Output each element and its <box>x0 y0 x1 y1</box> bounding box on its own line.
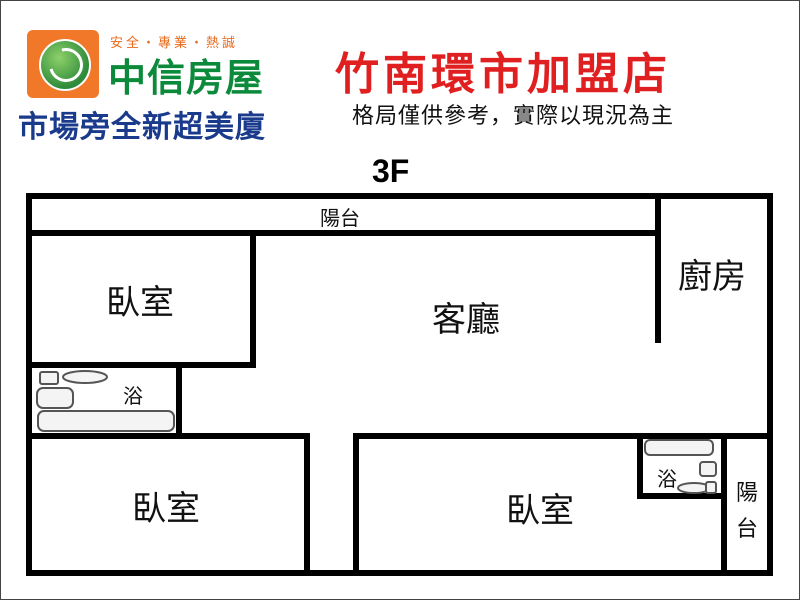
disclaimer-note: 格局僅供參考，實際以現況為主 <box>352 104 675 129</box>
toilet-tank-icon <box>705 481 717 494</box>
room-label-bedroom-bottom-right: 臥室 <box>506 491 574 531</box>
room-label-bath-left: 浴 <box>123 384 143 408</box>
sink-icon <box>36 387 74 409</box>
bathtub-icon <box>37 410 175 432</box>
brand-tagline: 安全・專業・熱誠 <box>110 36 239 51</box>
bathtub-icon <box>644 439 714 456</box>
toilet-icon <box>62 370 108 384</box>
room-label-balcony-top: 陽台 <box>320 206 360 230</box>
room-label-balcony-right-1: 陽 <box>736 481 758 506</box>
toilet-tank-icon <box>39 371 59 385</box>
listing-slogan: 市場旁全新超美廈 <box>18 110 266 145</box>
room-label-living-room: 客廳 <box>432 300 500 340</box>
sink-icon <box>699 461 717 477</box>
brand-name: 中信房屋 <box>108 56 265 100</box>
room-label-bath-right: 浴 <box>657 467 677 491</box>
room-label-bedroom-bottom-left: 臥室 <box>132 489 200 529</box>
room-label-bedroom-top-left: 臥室 <box>106 283 174 323</box>
brand-logo <box>27 30 99 98</box>
floor-label: 3F <box>372 153 410 189</box>
globe-icon <box>39 39 91 91</box>
store-name: 竹南環市加盟店 <box>335 49 671 100</box>
room-label-balcony-right-2: 台 <box>736 517 758 542</box>
outer-wall <box>26 193 773 576</box>
room-label-kitchen: 廚房 <box>678 257 746 297</box>
